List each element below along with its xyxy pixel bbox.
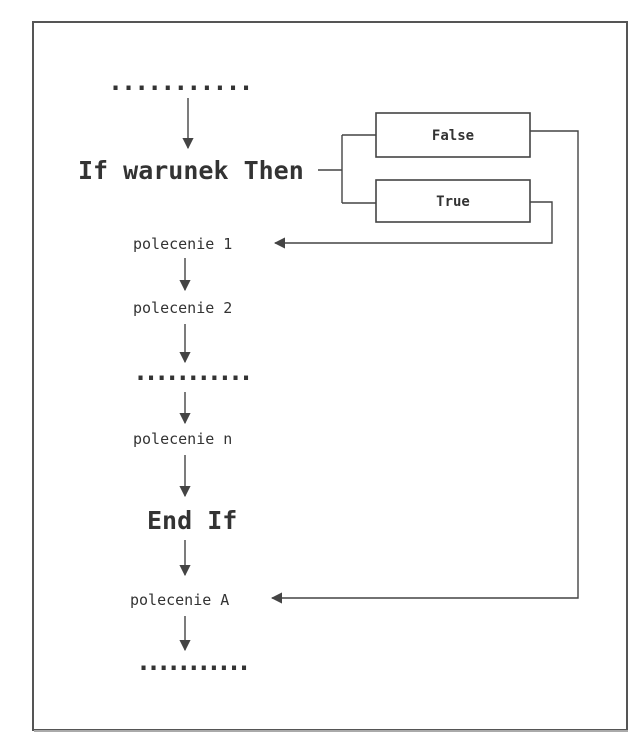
- frame-border: [32, 21, 628, 731]
- statement-1: polecenie 1: [133, 235, 232, 253]
- true-label: True: [436, 194, 470, 210]
- end-if: End If: [147, 506, 237, 535]
- bottom-ellipsis: ...........: [136, 647, 247, 676]
- false-path-arrow: [270, 130, 579, 604]
- middle-ellipsis: ...........: [133, 357, 249, 386]
- statement-n: polecenie n: [133, 430, 232, 448]
- statement-a: polecenie A: [130, 591, 229, 609]
- false-label: False: [432, 128, 474, 144]
- true-path-arrow: [273, 201, 553, 249]
- top-ellipsis: ...........: [108, 67, 252, 96]
- false-branch-box: False: [375, 112, 531, 158]
- if-statement: If warunek Then: [78, 156, 304, 185]
- statement-2: polecenie 2: [133, 299, 232, 317]
- true-branch-box: True: [375, 179, 531, 223]
- branch-connector: [318, 134, 376, 204]
